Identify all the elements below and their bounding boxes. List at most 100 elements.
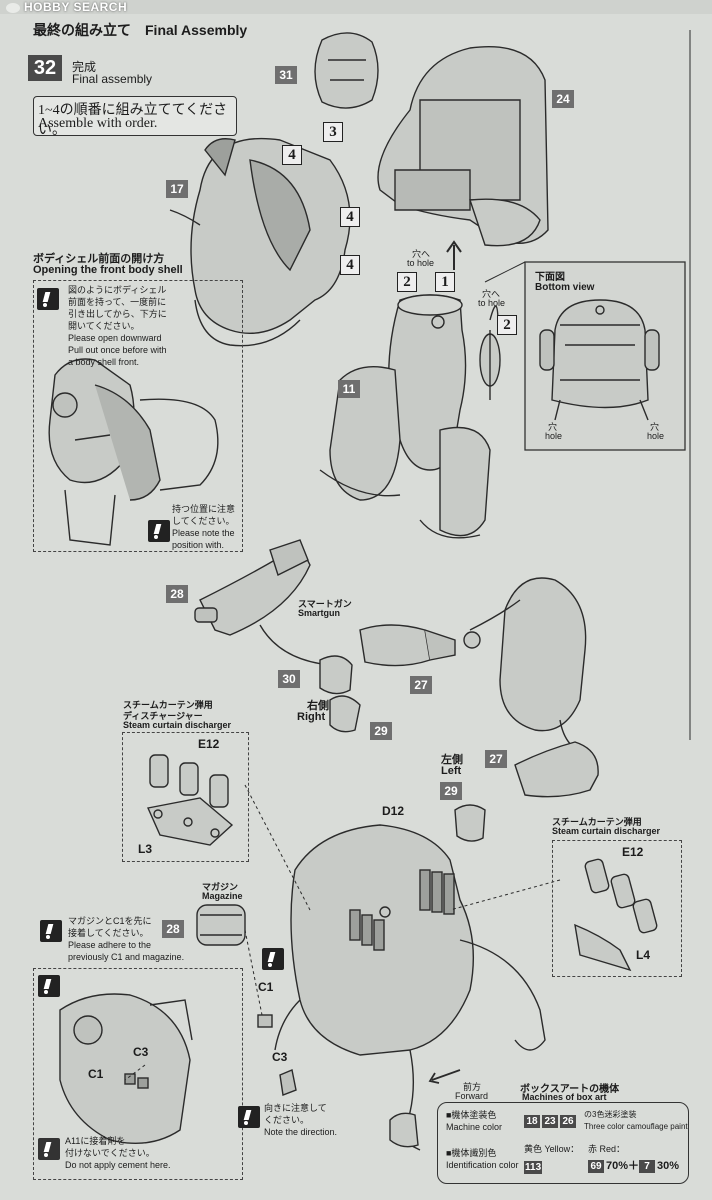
order-mark-2a: 2 [397, 272, 417, 292]
forward-label-jp: 前方 [463, 1082, 482, 1092]
step-label-en: Final assembly [72, 72, 153, 86]
red-label: 赤 Red： [588, 1144, 626, 1154]
hold-note-jp-2: してください。 [172, 516, 235, 526]
hole-label-b-jp: 穴へ [482, 289, 501, 299]
order-mark-4a: 4 [282, 145, 302, 165]
ident-color-jp: ■機体識別色 [446, 1148, 497, 1158]
part-29-tag-left: 29 [440, 782, 462, 800]
no-cement-jp: A11に接着剤を [65, 1136, 126, 1146]
assembly-order-en: Assemble with order. [38, 116, 158, 131]
front-shell-note-jp-1: 図のようにボディシェル [68, 285, 167, 295]
adhere-note: マガジンとC1を先に 接着してください。 Please adhere to th… [68, 915, 184, 963]
part-31-tag: 31 [275, 66, 297, 84]
front-shell-title-jp: ボディシェル前面の開け方 [33, 253, 165, 265]
discharger-left-jp-1: スチームカーテン弾用 [123, 700, 213, 710]
part-17-tag: 17 [166, 180, 188, 198]
discharger-right-jp: スチームカーテン弾用 [552, 817, 642, 827]
front-shell-note-jp-4: 開いてください。 [68, 321, 140, 331]
order-mark-3: 3 [323, 122, 343, 142]
caution-icon-hold-position [148, 520, 170, 542]
paint-color-en: Machine color [446, 1122, 503, 1132]
watermark-text: HOBBY SEARCH [24, 0, 128, 14]
top-bar [0, 0, 712, 14]
part-28-tag-magazine: 28 [162, 920, 184, 938]
front-shell-title-en: Opening the front body shell [33, 264, 183, 276]
front-shell-note-en-1: Please open downward [68, 333, 162, 343]
ident-color-label: ■機体識別色 Identification color [446, 1147, 519, 1171]
right-side-label-en: Right [297, 711, 326, 723]
paint-color-label: ■機体塗装色 Machine color [446, 1109, 502, 1133]
red-chip-2: 7 [639, 1160, 656, 1173]
left-side-label-en: Left [441, 765, 462, 777]
order-mark-4c: 4 [340, 255, 360, 275]
part-24-tag: 24 [552, 90, 574, 108]
section-title: 最終の組み立て Final Assembly [33, 22, 248, 38]
order-mark-1: 1 [435, 272, 455, 292]
discharger-right-base: L4 [636, 948, 651, 962]
box-art-title-jp: ボックスアートの機体 [520, 1084, 620, 1095]
order-mark-4b: 4 [340, 207, 360, 227]
discharger-left-base: L3 [138, 842, 153, 856]
bottom-view-hole-right-jp: 穴 [650, 422, 660, 432]
paint-color-jp: ■機体塗装色 [446, 1110, 497, 1120]
right-side-label-jp: 右側 [307, 700, 329, 712]
hold-note-en-2: position with. [172, 540, 225, 550]
discharger-right-part: E12 [622, 845, 644, 859]
no-cement-note: A11に接着剤を 付けないでください。 Do not apply cement … [65, 1135, 171, 1171]
part-c3-label: C3 [272, 1050, 288, 1064]
caution-icon-adhere [40, 920, 62, 942]
front-shell-note-jp-3: 引き出してから、下方に [68, 309, 167, 319]
red-chip-1: 69 [588, 1160, 604, 1173]
paint-chip-3: 26 [560, 1115, 576, 1128]
part-28-tag-smartgun: 28 [166, 585, 188, 603]
paint-chip-1: 18 [524, 1115, 540, 1128]
part-c1-label-detail: C1 [88, 1067, 104, 1081]
assembly-order-callout: 1~4の順番に組み立ててください。 Assemble with order. [33, 96, 237, 138]
order-mark-2b: 2 [497, 315, 517, 335]
part-c1-label: C1 [258, 980, 274, 994]
front-shell-note-en-3: a body shell front. [68, 357, 140, 367]
bottom-view-hole-left-jp: 穴 [548, 422, 558, 432]
left-side-label-jp: 左側 [441, 754, 463, 766]
red-pct-2: 30% [657, 1160, 680, 1172]
direction-note-jp-2: ください。 [264, 1115, 310, 1125]
front-shell-note-en-2: Pull out once before with [68, 345, 167, 355]
yellow-chip: 113 [524, 1161, 543, 1174]
cement-warning-box [33, 968, 243, 1180]
part-c3-label-detail: C3 [133, 1045, 149, 1059]
watermark: HOBBY SEARCH [6, 0, 127, 14]
adhere-note-en-2: previously C1 and magazine. [68, 952, 185, 962]
part-27-tag-right: 27 [410, 676, 432, 694]
bottom-view-hole-left-en: hole [545, 431, 563, 441]
assembly-order-jp: 1~4の順番に組み立ててください。 [38, 103, 228, 138]
part-27-tag-left: 27 [485, 750, 507, 768]
step-label-jp: 完成 [72, 60, 97, 74]
discharger-left-part: E12 [198, 737, 220, 751]
step-number-badge: 32 [28, 55, 62, 81]
bottom-view-title-jp: 下面図 [535, 272, 565, 283]
discharger-right-box [552, 840, 682, 977]
caution-icon-open-shell [37, 288, 59, 310]
paint-desc-jp: の3色迷彩塗装 [584, 1110, 637, 1119]
direction-note-en: Note the direction. [264, 1127, 338, 1137]
discharger-right-en: Steam curtain discharger [552, 826, 661, 836]
caution-icon-c-parts [38, 975, 60, 997]
part-29-tag-right: 29 [370, 722, 392, 740]
direction-note: 向きに注意して ください。 Note the direction. [264, 1102, 337, 1138]
discharger-left-box [122, 732, 249, 862]
yellow-label: 黄色 Yellow： [524, 1144, 580, 1154]
front-shell-note-jp: 図のようにボディシェル 前面を持って、一度前に 引き出してから、下方に 開いてく… [68, 284, 167, 332]
paint-chip-2: 23 [542, 1115, 558, 1128]
discharger-left-en: Steam curtain discharger [123, 720, 232, 730]
magazine-label-en: Magazine [202, 891, 243, 901]
hole-label-a-jp: 穴へ [412, 249, 431, 259]
yellow-chip-wrap: 113 [524, 1157, 544, 1175]
hold-note-jp-1: 持つ位置に注意 [172, 504, 236, 514]
discharger-left-jp-2: ディスチャージャー [123, 711, 203, 721]
hole-label-b-en: to hole [478, 298, 506, 308]
